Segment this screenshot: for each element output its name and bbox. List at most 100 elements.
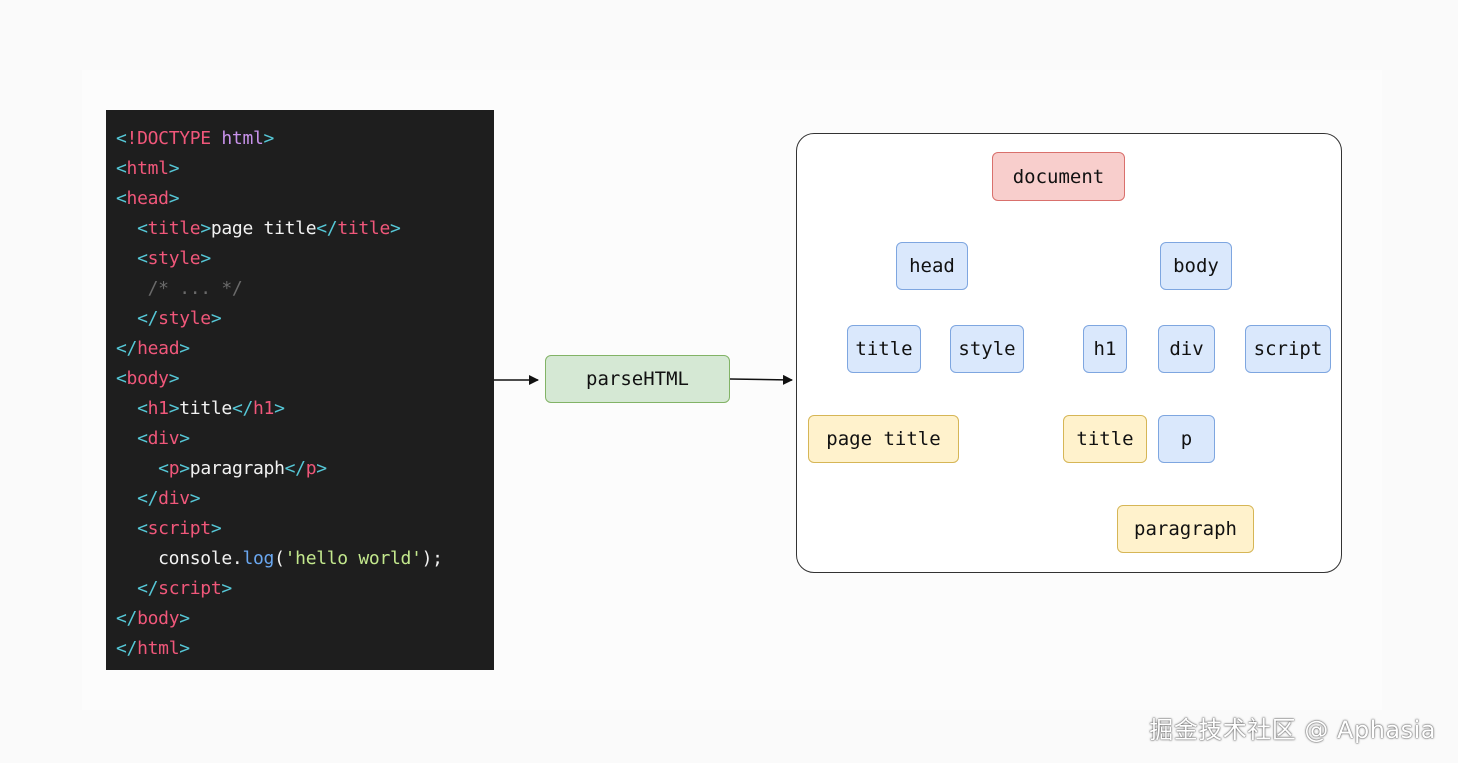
code-token: !DOCTYPE [126,128,222,149]
code-token: > [179,338,190,359]
tree-node-div: div [1158,325,1215,373]
code-token: script [158,578,222,599]
code-token: > [390,218,401,239]
code-line: console.log('hello world'); [116,544,494,574]
code-line: <div> [116,424,494,454]
code-line: </html> [116,634,494,664]
code-line: <html> [116,154,494,184]
code-line: <p>paragraph</p> [116,454,494,484]
code-line: </head> [116,334,494,364]
div-label: div [1169,338,1204,360]
code-token [116,518,137,539]
tree-node-body: body [1160,242,1232,290]
code-token [116,458,158,479]
code-token: > [179,608,190,629]
code-line: /* ... */ [116,274,494,304]
tree-text-page-title: page title [808,415,959,463]
tree-node-style: style [950,325,1024,373]
parse-html-label: parseHTML [586,368,689,390]
title-label: title [855,338,913,360]
code-token: ); [421,548,443,569]
code-token: body [137,608,180,629]
code-token: </ [137,308,159,329]
code-token: html [137,638,180,659]
code-token [116,308,137,329]
p-label: p [1180,428,1193,450]
code-token: script [147,518,212,539]
code-line: <h1>title</h1> [116,394,494,424]
code-token: ( [274,548,285,569]
code-token: </ [231,398,254,419]
code-token: < [158,458,169,479]
tree-node-document: document [992,152,1125,201]
code-token: style [158,308,211,329]
code-token: </ [284,458,306,479]
code-token: p [305,458,317,479]
tree-node-h1: h1 [1083,325,1127,373]
code-token: title [147,218,201,239]
code-token: </ [116,338,138,359]
code-line: <title>page title</title> [116,214,494,244]
paragraph-text-label: paragraph [1134,518,1237,540]
watermark: 掘金技术社区 @ Aphasia [1149,716,1436,744]
code-token: paragraph [189,458,285,479]
code-token: console. [116,548,243,569]
code-token: < [137,248,148,269]
code-token [116,218,137,239]
code-token: > [179,428,190,449]
code-token: < [137,398,148,419]
code-token: </ [316,218,338,239]
code-token: > [189,488,201,509]
code-token: > [168,398,180,419]
script-label: script [1253,338,1323,360]
page-title-text-label: page title [826,428,941,450]
tree-node-head: head [896,242,968,290]
code-token: html [126,158,169,179]
code-token: 'hello world' [284,548,422,569]
code-token [116,488,137,509]
code-line: </div> [116,484,494,514]
code-token: > [316,458,327,479]
tree-node-p: p [1158,415,1215,463]
code-token: < [137,428,148,449]
code-token: > [168,158,180,179]
head-label: head [909,255,955,277]
code-token [116,248,137,269]
tree-node-script: script [1245,325,1331,373]
code-token: </ [116,608,138,629]
body-label: body [1173,255,1219,277]
tree-node-title: title [847,325,921,373]
code-line: <!DOCTYPE html> [116,124,494,154]
code-token: /* ... */ [147,278,243,299]
code-token [116,428,137,449]
code-token: body [126,368,169,389]
style-label: style [958,338,1016,360]
code-token: < [116,128,127,149]
code-token: < [116,368,127,389]
parse-html-node: parseHTML [545,355,730,403]
code-token: > [274,398,285,419]
code-line: </style> [116,304,494,334]
h1-text-label: title [1076,428,1134,450]
code-token: html [221,128,264,149]
code-line: <head> [116,184,494,214]
code-token: div [147,428,180,449]
code-line: </script> [116,574,494,604]
tree-text-h1-title: title [1063,415,1147,463]
code-token: > [210,518,222,539]
code-token: title [337,218,390,239]
code-token [116,278,148,299]
code-token: head [137,338,180,359]
code-token: > [221,578,232,599]
code-token: </ [137,578,159,599]
code-token: </ [116,638,138,659]
code-token: head [126,188,169,209]
tree-text-paragraph: paragraph [1117,505,1254,553]
html-source-code-panel: <!DOCTYPE html><html><head> <title>page … [106,110,494,670]
code-token: > [168,188,180,209]
code-token: < [116,158,127,179]
code-token: h1 [253,398,275,419]
code-token: > [200,218,211,239]
code-token: title [179,398,232,419]
code-line: <script> [116,514,494,544]
